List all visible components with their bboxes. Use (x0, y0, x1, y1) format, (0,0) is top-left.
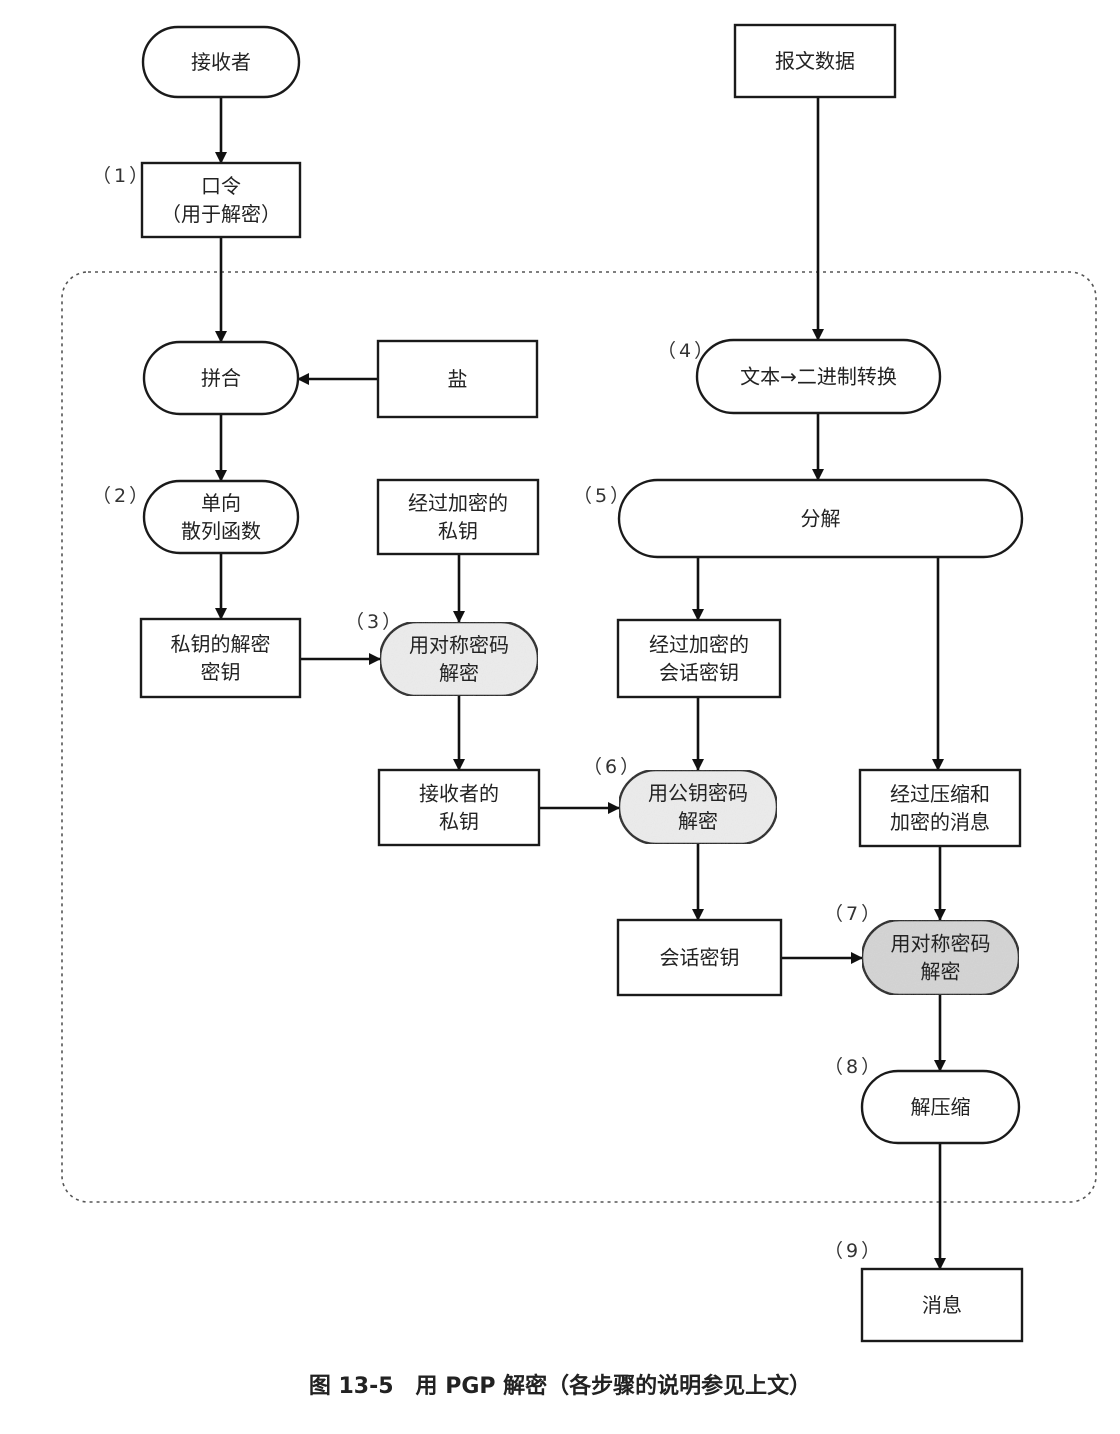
private-key-decrypt-key-box-shape (139, 617, 302, 699)
decompress-rounded-shape (860, 1069, 1021, 1145)
hash-label-line-1: 单向 (201, 491, 241, 515)
session-key-box-shape (616, 918, 783, 997)
text-to-binary-label-line-1: 文本→二进制转换 (740, 365, 897, 389)
message-data-label-line-1: 报文数据 (775, 49, 855, 73)
concat-rounded-shape (142, 340, 300, 416)
step-number-sym-decrypt-1: （3） (345, 611, 404, 633)
concat-label-line-1: 拼合 (201, 366, 241, 390)
nodes-layer: 接收者口令（用于解密）拼合盐单向散列函数经过加密的私钥私钥的解密密钥用对称密码解… (139, 23, 1024, 1343)
figure-caption: 图 13-5 用 PGP 解密（各步骤的说明参见上文） (308, 1374, 812, 1399)
step-number-passphrase: （1） (92, 165, 151, 187)
text-to-binary-rounded-shape (695, 338, 942, 415)
receiver-private-key-label-line-1: 接收者的 (419, 782, 499, 806)
node-message-data: 报文数据 (733, 23, 897, 99)
node-split: 分解 (617, 478, 1024, 559)
enc-compressed-msg-label-line-2: 加密的消息 (890, 810, 990, 834)
node-passphrase: 口令 （用于解密） (140, 161, 302, 239)
enc-session-key-label-line-2: 会话密钥 (659, 661, 739, 685)
node-salt: 盐 (376, 339, 539, 419)
salt-label-line-1: 盐 (448, 367, 468, 391)
step-number-hash: （2） (92, 485, 151, 507)
enc-session-key-label-line-1: 经过加密的 (649, 633, 749, 657)
receiver-private-key-label-line-2: 私钥 (439, 810, 479, 834)
enc-session-key-box-shape (616, 618, 782, 699)
node-text-to-binary: 文本→二进制转换 (695, 338, 942, 415)
passphrase-label-line-2: （用于解密） (161, 202, 281, 226)
edges-layer (215, 97, 946, 1270)
pub-decrypt-label-line-1: 用公钥密码 (648, 781, 748, 805)
step-number-sym-decrypt-2: （7） (824, 903, 883, 925)
salt-box-shape (376, 339, 539, 419)
sym-decrypt-2-label-line-2: 解密 (921, 960, 961, 984)
split-label-line-1: 分解 (801, 507, 841, 531)
enc-private-key-label-line-2: 私钥 (438, 519, 478, 543)
pub-decrypt-rounded-shape (617, 768, 779, 846)
enc-compressed-msg-box-shape (858, 768, 1022, 848)
message-data-box-shape (733, 23, 897, 99)
private-key-decrypt-key-label-line-2: 密钥 (201, 660, 241, 684)
message-box-shape (860, 1267, 1024, 1343)
node-session-key: 会话密钥 (616, 918, 783, 997)
receiver-label-line-1: 接收者 (191, 50, 251, 74)
passphrase-box-shape (140, 161, 302, 239)
node-message: 消息 (860, 1267, 1024, 1343)
sym-decrypt-1-label-line-2: 解密 (439, 661, 479, 685)
step-number-decompress: （8） (824, 1056, 883, 1078)
step-number-message: （9） (824, 1240, 883, 1262)
private-key-decrypt-key-label-line-1: 私钥的解密 (171, 632, 271, 656)
enc-compressed-msg-label-line-1: 经过压缩和 (890, 782, 990, 806)
receiver-rounded-shape (141, 25, 301, 99)
session-key-label-line-1: 会话密钥 (660, 946, 740, 970)
enc-private-key-box-shape (376, 478, 540, 556)
decryption-boundary (61, 271, 1097, 1203)
step-number-pub-decrypt: （6） (583, 756, 642, 778)
pub-decrypt-label-line-2: 解密 (678, 809, 718, 833)
node-concat: 拼合 (142, 340, 300, 416)
hash-label-line-2: 散列函数 (181, 519, 261, 543)
sym-decrypt-2-rounded-shape (860, 918, 1021, 997)
step-number-split: （5） (573, 485, 632, 507)
hash-rounded-shape (142, 479, 300, 555)
passphrase-label-line-1: 口令 (201, 174, 241, 198)
sym-decrypt-1-label-line-1: 用对称密码 (409, 633, 509, 657)
decompress-label-line-1: 解压缩 (911, 1095, 971, 1119)
sym-decrypt-1-rounded-shape (378, 620, 540, 698)
sym-decrypt-2-label-line-1: 用对称密码 (891, 932, 991, 956)
step-number-text-to-binary: （4） (657, 340, 716, 362)
node-receiver: 接收者 (141, 25, 301, 99)
receiver-private-key-box-shape (377, 768, 541, 847)
split-rounded-shape (617, 478, 1024, 559)
message-label-line-1: 消息 (922, 1293, 962, 1317)
enc-private-key-label-line-1: 经过加密的 (408, 491, 508, 515)
step-labels-layer: （1） （2） （3） （4） （5） （6） （7） （8） （9） (92, 165, 883, 1262)
node-decompress: 解压缩 (860, 1069, 1021, 1145)
